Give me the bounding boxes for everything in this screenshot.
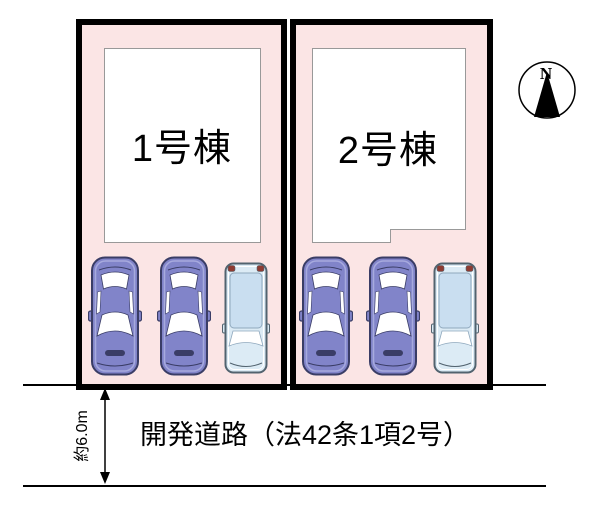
compass-circle [518, 61, 576, 119]
lot2-minivan-car [431, 262, 479, 374]
lot2-sedan-car-2 [366, 256, 420, 376]
building-1-footprint [104, 48, 261, 243]
road-name-label: 開発道路（法42条1項2号） [140, 420, 470, 450]
lot1-sedan-car-1 [88, 256, 142, 376]
compass-icon: N [518, 61, 576, 119]
road-width-dimension: 約6.0m [73, 388, 110, 484]
building-2-footprint [312, 48, 466, 243]
lot2-sedan-car-1 [299, 256, 353, 376]
road-width-label: 約6.0m [73, 410, 91, 462]
dimension-arrowhead-up-icon [100, 388, 110, 400]
compass-needle-icon [534, 72, 560, 117]
compass-north-label: N [540, 64, 553, 83]
building-1-label: 1号棟 [132, 128, 232, 170]
lot1-minivan-car [222, 262, 270, 374]
dimension-arrowhead-down-icon [100, 472, 110, 484]
building-2-label: 2号棟 [338, 130, 438, 172]
lot1-sedan-car-2 [157, 256, 211, 376]
